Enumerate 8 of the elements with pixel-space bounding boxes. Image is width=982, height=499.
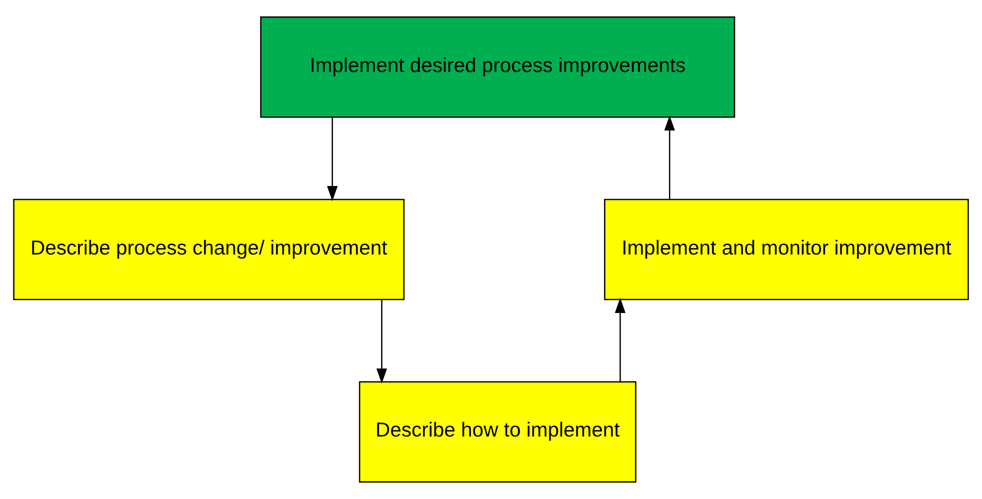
arrow — [664, 115, 675, 200]
node-box: Describe process change/ improvement — [13, 198, 405, 300]
node-box: Describe how to implement — [358, 381, 636, 483]
arrow — [614, 298, 626, 382]
arrow — [327, 117, 338, 202]
arrow — [376, 300, 388, 384]
node-box: Implement desired process improvements — [260, 16, 736, 118]
node-box: Implement and monitor improvement — [604, 198, 969, 300]
